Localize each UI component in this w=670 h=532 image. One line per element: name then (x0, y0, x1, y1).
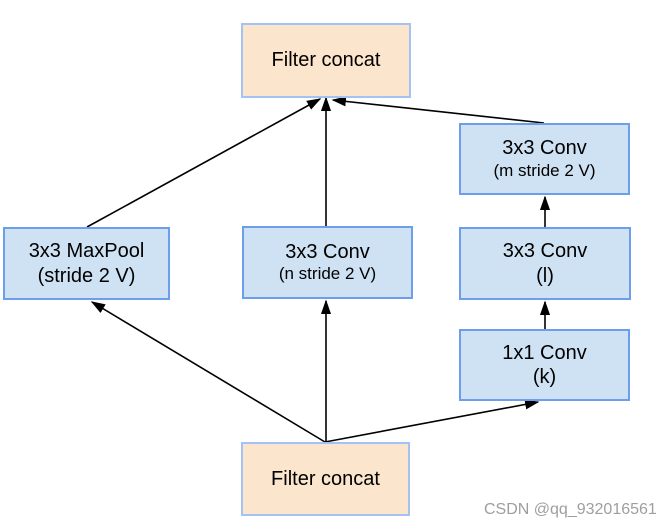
node-conv-m: 3x3 Conv (m stride 2 V) (459, 123, 630, 195)
csdn-watermark: CSDN @qq_932016561 (484, 501, 657, 518)
node-conv-n-label: 3x3 Conv (285, 240, 370, 263)
node-conv-k: 1x1 Conv (k) (459, 329, 630, 401)
node-conv-n: 3x3 Conv (n stride 2 V) (242, 226, 413, 299)
node-maxpool: 3x3 MaxPool (stride 2 V) (3, 227, 170, 300)
node-conv-l: 3x3 Conv (l) (459, 227, 631, 300)
node-filter-concat-top-label: Filter concat (271, 49, 381, 72)
node-conv-l-sublabel: (l) (536, 264, 554, 287)
node-filter-concat-top: Filter concat (241, 23, 411, 98)
node-maxpool-sublabel: (stride 2 V) (37, 264, 136, 287)
edge-maxpool-to-filter-concat-top (86, 98, 322, 228)
node-conv-m-label: 3x3 Conv (502, 137, 587, 160)
node-conv-m-sublabel: (m stride 2 V) (493, 160, 596, 180)
node-maxpool-label: 3x3 MaxPool (28, 240, 145, 263)
edge-filter-concat-bottom-to-maxpool (90, 301, 326, 443)
edge-filter-concat-bottom-to-conv-k (324, 399, 540, 443)
edge-conv-m-to-filter-concat-top (331, 96, 545, 124)
node-filter-concat-bottom: Filter concat (241, 442, 410, 516)
node-conv-n-sublabel: (n stride 2 V) (278, 264, 377, 284)
node-conv-k-label: 1x1 Conv (502, 341, 587, 364)
node-conv-l-label: 3x3 Conv (502, 240, 588, 263)
node-conv-k-sublabel: (k) (532, 366, 557, 388)
node-filter-concat-bottom-label: Filter concat (271, 467, 380, 490)
